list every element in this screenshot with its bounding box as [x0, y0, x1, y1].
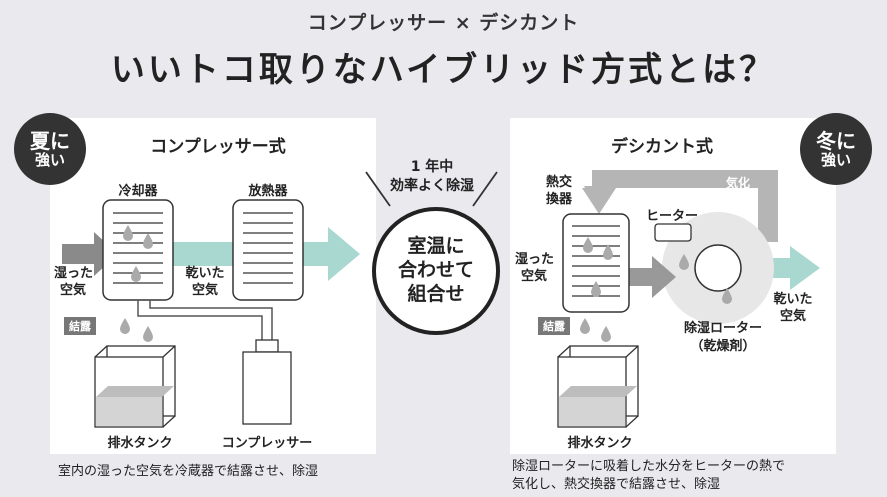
- radiator-unit: [232, 199, 304, 301]
- droplet-icon: [722, 288, 732, 304]
- circle-line1: 室温に: [407, 235, 465, 258]
- condensation-tag-left: 結露: [64, 317, 96, 335]
- drain-tank-left: [94, 345, 176, 428]
- heat-exchanger-unit: [562, 213, 630, 313]
- humid-air-label-right: 湿った 空気: [515, 252, 554, 286]
- compressor-panel-title: コンプレッサー式: [150, 137, 286, 157]
- compressor-caption: 室内の湿った空気を冷蔵器で結露させ、除湿: [58, 464, 319, 479]
- compressor-label: コンプレッサー: [221, 436, 313, 451]
- rotor-line2: （乾燥剤）: [690, 338, 756, 354]
- center-slash-right: [472, 171, 498, 207]
- droplet-icon: [143, 233, 153, 249]
- desiccant-caption-line1: 除湿ローターに吸着した水分をヒーターの熱で: [512, 459, 786, 474]
- droplet-icon: [601, 326, 611, 342]
- heat-exchanger-label: 熱交 換器: [546, 175, 572, 209]
- center-note: 1 年中 効率よく除湿: [382, 158, 482, 196]
- dry-air-left-line2: 空気: [191, 282, 218, 298]
- drain-tank-label-right: 排水タンク: [567, 436, 633, 451]
- desiccant-panel-title: デシカント式: [611, 137, 713, 157]
- dry-air-right-line2: 空気: [779, 308, 806, 324]
- hybrid-combination-circle: 室温に 合わせて 組合せ: [372, 207, 500, 335]
- condensation-tag-right: 結露: [538, 317, 570, 335]
- humid-air-right-line2: 空気: [521, 268, 548, 284]
- rotor-label: 除湿ローター （乾燥剤）: [668, 320, 778, 355]
- radiator-label: 放熱器: [248, 184, 288, 199]
- vaporize-label: 気化: [726, 176, 751, 190]
- heater-label: ヒーター: [646, 209, 699, 224]
- diagram-title: いいトコ取りなハイブリッド方式とは？: [110, 50, 777, 90]
- winter-badge-line2: 強い: [820, 150, 851, 169]
- droplet-icon: [591, 281, 601, 297]
- desiccant-caption-line2: 気化し、熱交換器で結露させ、除湿: [512, 476, 721, 492]
- humid-air-left-line1: 湿った: [54, 266, 94, 281]
- humid-air-right-line1: 湿った: [515, 252, 555, 267]
- summer-badge-line1: 夏に: [30, 128, 70, 153]
- droplet-icon: [143, 326, 153, 342]
- desiccant-caption: 除湿ローターに吸着した水分をヒーターの熱で 気化し、熱交換器で結露させ、除湿: [512, 458, 785, 493]
- center-note-line2: 効率よく除湿: [390, 177, 474, 194]
- winter-badge-line1: 冬に: [816, 128, 856, 153]
- center-note-line1: 1 年中: [410, 159, 454, 175]
- droplet-icon: [580, 318, 590, 334]
- circle-line3: 組合せ: [407, 282, 465, 305]
- compressor-unit: [242, 339, 292, 425]
- refrigerant-pipe: [137, 300, 273, 340]
- droplet-icon: [583, 237, 593, 253]
- drain-tank-label-left: 排水タンク: [107, 436, 173, 451]
- cooler-label: 冷却器: [118, 184, 158, 199]
- droplet-icon: [131, 266, 141, 282]
- rotor-line1: 除湿ローター: [683, 321, 762, 336]
- summer-strong-badge: 夏に 強い: [14, 113, 86, 185]
- dry-air-left-line1: 乾いた: [185, 266, 225, 281]
- cooler-unit: [102, 199, 174, 301]
- heater-unit: [654, 223, 692, 242]
- diagram-subtitle: コンプレッサー × デシカント: [307, 12, 580, 34]
- dry-air-right-line1: 乾いた: [773, 292, 813, 307]
- droplet-icon: [120, 318, 130, 334]
- center-slash-left: [365, 171, 391, 207]
- dry-air-arrow-right: [756, 246, 820, 290]
- humid-air-left-line2: 空気: [60, 282, 87, 298]
- summer-badge-line2: 強い: [34, 150, 65, 169]
- circle-line2: 合わせて: [397, 259, 474, 282]
- dry-air-label-left: 乾いた 空気: [180, 266, 230, 300]
- droplet-icon: [603, 244, 613, 260]
- winter-strong-badge: 冬に 強い: [800, 113, 872, 185]
- heat-exchanger-line1: 熱交: [546, 175, 573, 190]
- droplet-icon: [679, 254, 689, 270]
- drain-tank-right: [557, 345, 639, 428]
- humid-air-label-left: 湿った 空気: [54, 266, 93, 300]
- droplet-icon: [123, 225, 133, 241]
- dry-air-label-right: 乾いた 空気: [768, 292, 818, 326]
- heat-exchanger-line2: 換器: [546, 191, 573, 207]
